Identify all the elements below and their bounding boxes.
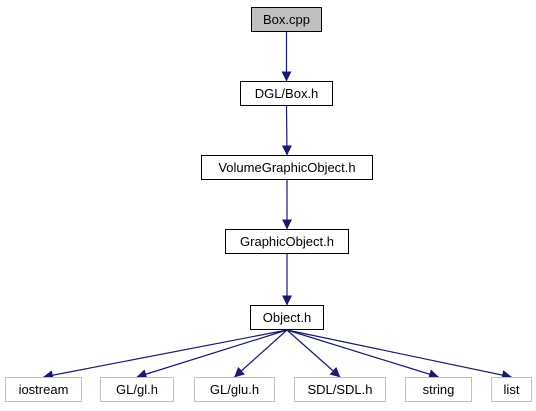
node-gl-gl-h[interactable]: GL/gl.h	[100, 377, 174, 402]
node-string[interactable]: string	[405, 377, 472, 402]
node-graphic-object-h[interactable]: GraphicObject.h	[225, 229, 349, 254]
node-volume-graphic-object-h[interactable]: VolumeGraphicObject.h	[201, 155, 373, 180]
node-sdl-sdl-h[interactable]: SDL/SDL.h	[294, 377, 386, 402]
node-iostream[interactable]: iostream	[5, 377, 82, 402]
edge-object_h-to-gl_glu_h	[234, 329, 288, 378]
node-object-h[interactable]: Object.h	[250, 305, 324, 330]
node-box-cpp[interactable]: Box.cpp	[251, 7, 322, 32]
edge-object_h-to-sdl_sdl_h	[286, 329, 341, 378]
edge-object_h-to-string	[286, 329, 439, 379]
edge-object_h-to-gl_gl_h	[136, 329, 288, 379]
node-dgl-box-h[interactable]: DGL/Box.h	[240, 81, 333, 106]
edge-object_h-to-iostream	[43, 329, 288, 381]
edge-object_h-to-list	[286, 329, 512, 380]
edge-dgl_box_h-to-volume_graphic_object_h	[281, 105, 292, 156]
node-list[interactable]: list	[491, 377, 532, 402]
node-gl-glu-h[interactable]: GL/glu.h	[194, 377, 275, 402]
